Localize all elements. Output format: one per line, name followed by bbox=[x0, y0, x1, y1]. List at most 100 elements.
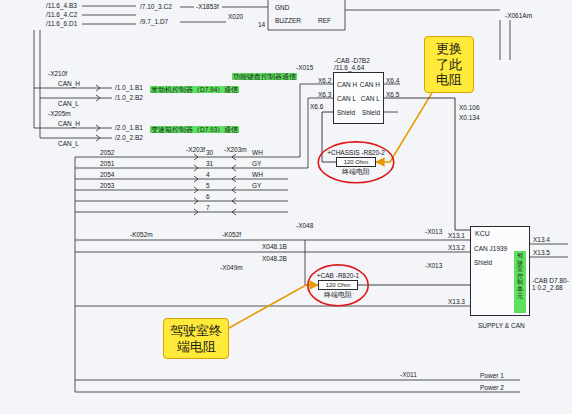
pin-name: CAN H bbox=[360, 81, 380, 88]
wire-label: GY bbox=[252, 160, 261, 167]
wire-label: /7.10_3.C2 bbox=[140, 3, 172, 10]
wire-label: X13.5 bbox=[533, 249, 550, 256]
signal-note: 发动机控制器（D7.94）通信 bbox=[150, 86, 239, 93]
wire-label: 31 bbox=[206, 160, 213, 167]
wire-label: GY bbox=[252, 182, 261, 189]
callout-box: 驾驶室终端电阻 bbox=[163, 318, 229, 359]
wire-label: -X048 bbox=[296, 222, 313, 229]
connector bbox=[384, 98, 470, 230]
pin-name: CAN L bbox=[361, 95, 380, 102]
connector bbox=[229, 285, 318, 328]
wire-label: -X210f bbox=[48, 70, 67, 77]
wire-label: X048.2B bbox=[262, 255, 287, 262]
wire-label: -X203m bbox=[224, 146, 247, 153]
wire-label: -X1853f bbox=[196, 3, 219, 10]
wire-label: X13.2 bbox=[448, 244, 465, 251]
wire-label: -X013 bbox=[425, 228, 442, 235]
wire-label: /11.6_4.C2 bbox=[46, 11, 77, 18]
device-tag: +CHASSIS -R820-2 bbox=[327, 149, 385, 156]
wire-label: X0.134 bbox=[459, 114, 480, 121]
wire-label: /9.7_1.D7 bbox=[140, 18, 168, 25]
signal-note: 功能键盘控制器通信 bbox=[232, 73, 297, 80]
wire-label: SUPPLY & CAN bbox=[478, 322, 525, 329]
unit-function: 驾驶室控制单元 bbox=[517, 253, 523, 311]
highlight-ellipse bbox=[318, 142, 394, 183]
wire-label: X048.1B bbox=[262, 243, 287, 250]
device-tag: +CAB -R820-1 bbox=[317, 272, 359, 279]
device-tag: -CAB -D7B2 /11.6_4.64 bbox=[334, 57, 380, 71]
wire-label: X6.5 bbox=[386, 91, 399, 98]
callout-box: 更换了此电阻 bbox=[424, 36, 474, 93]
callout-text: 驾驶室终端电阻 bbox=[169, 323, 223, 354]
wire-label: -X049m bbox=[220, 264, 243, 271]
wire-label: Power 2 bbox=[480, 384, 504, 391]
wire-label: REF bbox=[318, 17, 331, 24]
wire-label: -X205m bbox=[48, 110, 71, 117]
wire-label: CAN_L bbox=[58, 100, 79, 107]
signal-note: 变速箱控制器（D7.93）通信 bbox=[150, 126, 239, 133]
wire-label: /11.6_6.D1 bbox=[46, 20, 77, 27]
resistor-symbol: +CHASSIS -R820-2120 Ohm终端电阻 bbox=[336, 157, 376, 167]
wire-label: WH bbox=[252, 149, 263, 156]
wire-label: 7 bbox=[206, 204, 210, 211]
pin-name: Shield bbox=[362, 109, 380, 116]
wire-label: X6.3 bbox=[318, 91, 331, 98]
wire-label: 2052 bbox=[100, 149, 114, 156]
wire-label: 2051 bbox=[100, 160, 114, 167]
resistor-name: 终端电阻 bbox=[342, 168, 370, 176]
controller-box: -CAB -D7B2 /11.6_4.64CAN HCAN LShieldCAN… bbox=[333, 72, 384, 124]
highlight-ellipse bbox=[308, 265, 368, 306]
pin-name: CAN J1939 bbox=[474, 245, 507, 252]
wire-label: 5 bbox=[206, 182, 210, 189]
device-tag: -CAB D7.80-1 0.2_2.68 bbox=[532, 277, 570, 291]
wire-label: CAN_H bbox=[58, 80, 80, 87]
wire-label: -X011 bbox=[400, 371, 417, 378]
resistor-symbol: +CAB -R820-1120 Ohm终端电阻 bbox=[318, 280, 358, 290]
wire-label: BUZZER bbox=[275, 17, 301, 24]
wire-label: GND bbox=[275, 4, 289, 11]
wire-label: /2.0_2.B2 bbox=[115, 134, 143, 141]
wire-label: -X203f bbox=[186, 146, 205, 153]
wire-label: -X013 bbox=[425, 262, 442, 269]
wire-label: X020 bbox=[228, 13, 243, 20]
wire-label: X13.1 bbox=[448, 232, 465, 239]
callout-text: 更换了此电阻 bbox=[430, 41, 468, 88]
wire-label: X6.4 bbox=[386, 77, 399, 84]
wire-label: X6.6 bbox=[310, 103, 323, 110]
wire-label: -X015 bbox=[296, 64, 313, 71]
pin-name: CAN L bbox=[337, 95, 356, 102]
wire-label: -X061Am bbox=[505, 12, 532, 19]
wire-label: 14 bbox=[258, 21, 265, 28]
wire-label: CAN_L bbox=[58, 140, 79, 147]
resistor-name: 终端电阻 bbox=[324, 291, 352, 299]
wire-label: X13.3 bbox=[448, 298, 465, 305]
wire-label: 2054 bbox=[100, 171, 114, 178]
wire-label: 2053 bbox=[100, 182, 114, 189]
resistor-value: 120 Ohm bbox=[344, 159, 369, 166]
wire-label: /1.0_1.B1 bbox=[115, 84, 143, 91]
wire-label: CAN_H bbox=[58, 120, 80, 127]
wire-label: /2.0_1.B1 bbox=[115, 124, 143, 131]
unit-name: KCU bbox=[475, 230, 490, 238]
wire-label: Power 1 bbox=[480, 372, 504, 379]
wire-label: X13.4 bbox=[533, 236, 550, 243]
wire-label: 6 bbox=[206, 193, 210, 200]
connector bbox=[358, 285, 470, 286]
pin-name: CAN H bbox=[337, 81, 357, 88]
wire-label: 4 bbox=[206, 171, 210, 178]
wire-label: -K052f bbox=[222, 231, 241, 238]
wire-label: WH bbox=[252, 171, 263, 178]
wire-label: X6.2 bbox=[318, 77, 331, 84]
wire-label: X0.106 bbox=[459, 104, 480, 111]
wire-label: 30 bbox=[206, 149, 213, 156]
control-unit-box: KCUCAN J1939Shield-CAB D7.80-1 0.2_2.68驾… bbox=[470, 226, 530, 316]
pin-name: Shield bbox=[337, 109, 355, 116]
wire-label: -K052m bbox=[130, 231, 153, 238]
wire-label: /11.6_4.B3 bbox=[46, 2, 77, 9]
pin-name: Shield bbox=[474, 259, 492, 266]
function-band: 驾驶室控制单元 bbox=[514, 251, 526, 313]
wire-label: /1.0_2.B2 bbox=[115, 94, 143, 101]
